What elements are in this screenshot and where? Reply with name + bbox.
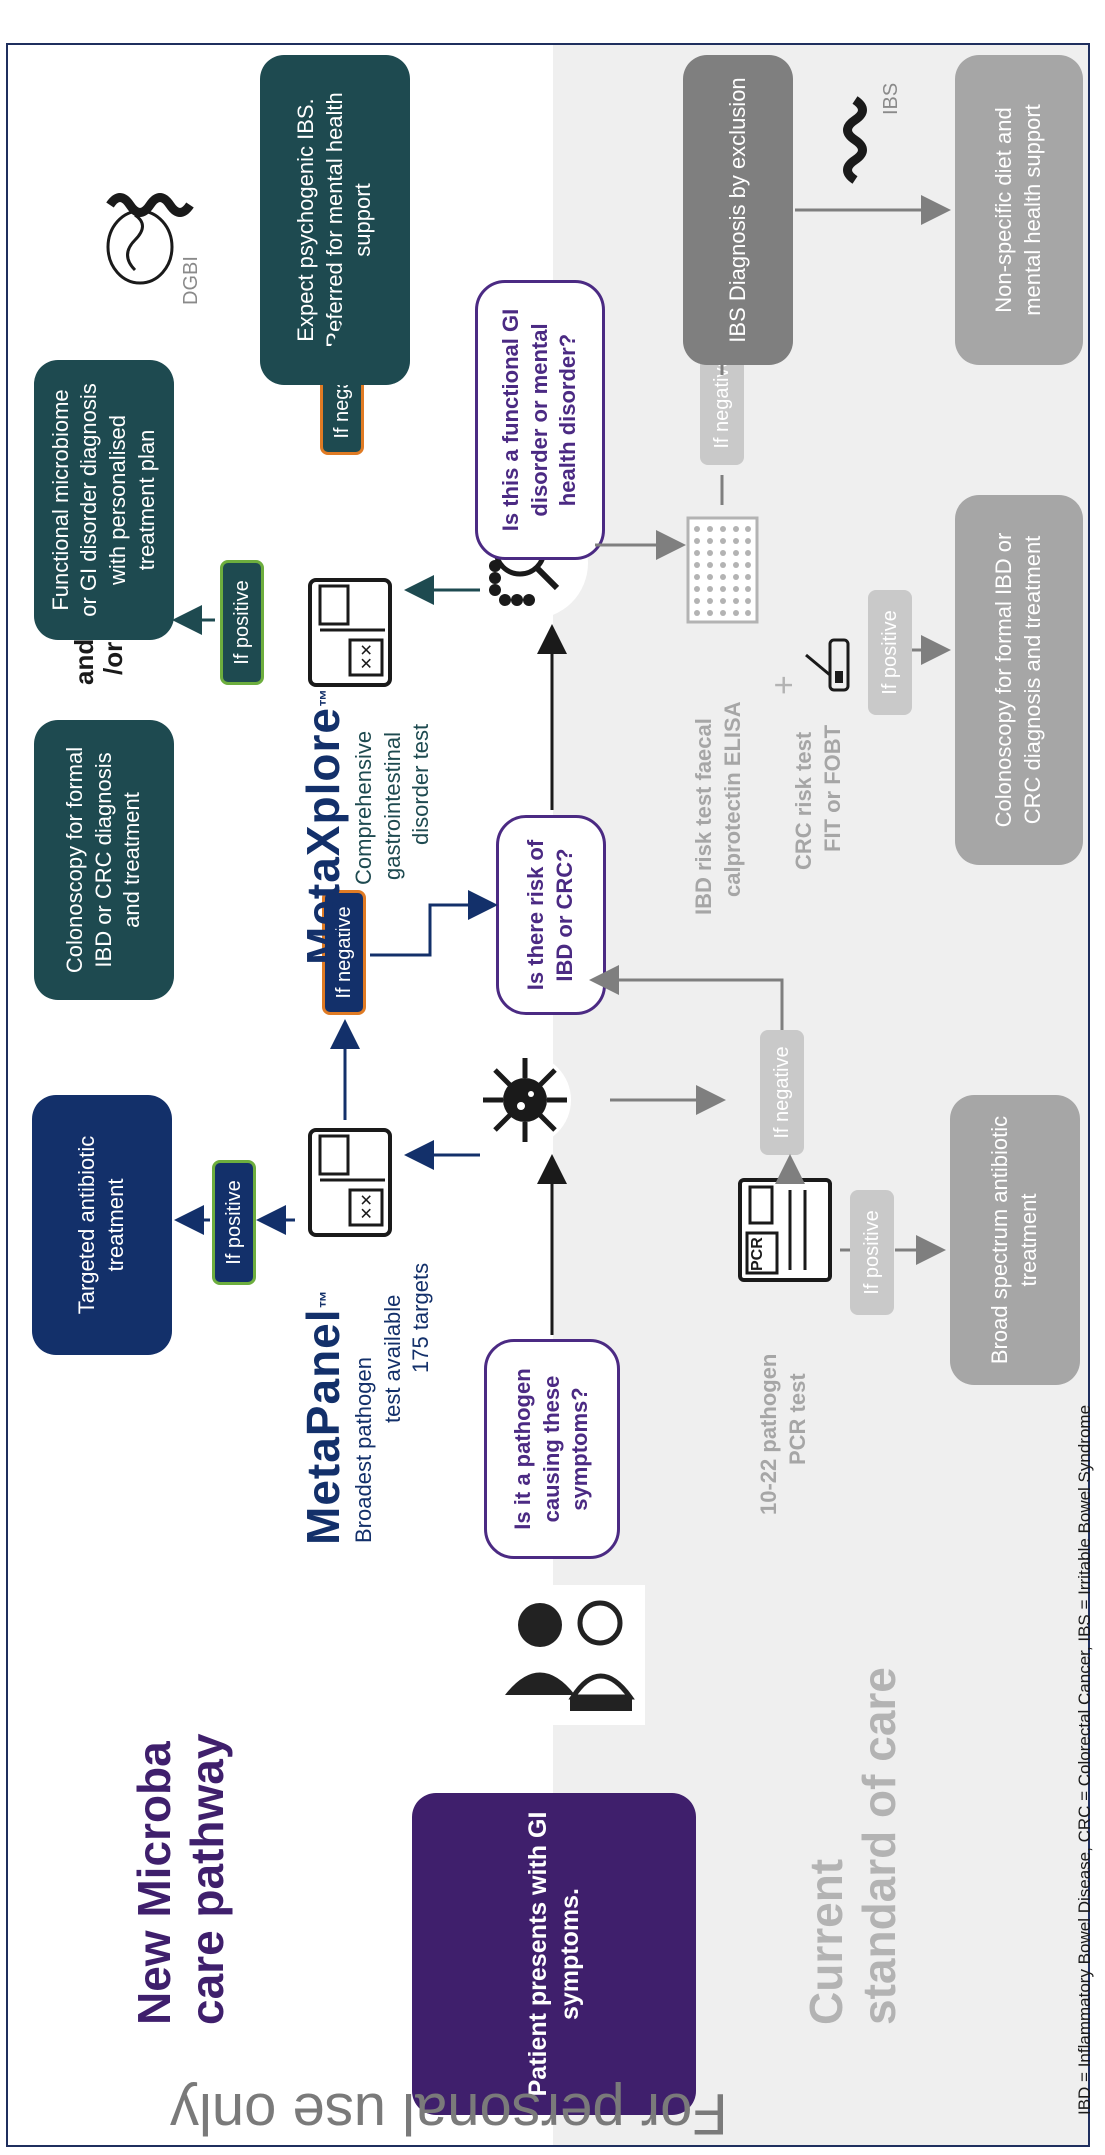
abbreviations-footnote: IBD = Inflammatory Bowel Disease, CRC = …: [1075, 1404, 1094, 2115]
virus-icon: [475, 1050, 575, 1150]
fit-test-icon: [800, 625, 860, 695]
elisa-plate-icon: [685, 515, 760, 625]
sequencer-icon-metaxplore: ✕✕: [300, 575, 400, 690]
ibs-gut-icon: IBS: [820, 75, 940, 185]
svg-text:✕✕: ✕✕: [357, 643, 376, 670]
doctor-patient-icon: [495, 1585, 645, 1725]
svg-text:✕✕: ✕✕: [357, 1193, 376, 1220]
dgbi-brain-icon: DGBI: [80, 145, 210, 305]
personal-use-watermark: For personal use only: [170, 2081, 728, 2146]
sequencer-icon-metapanel: ✕✕: [300, 1125, 400, 1240]
